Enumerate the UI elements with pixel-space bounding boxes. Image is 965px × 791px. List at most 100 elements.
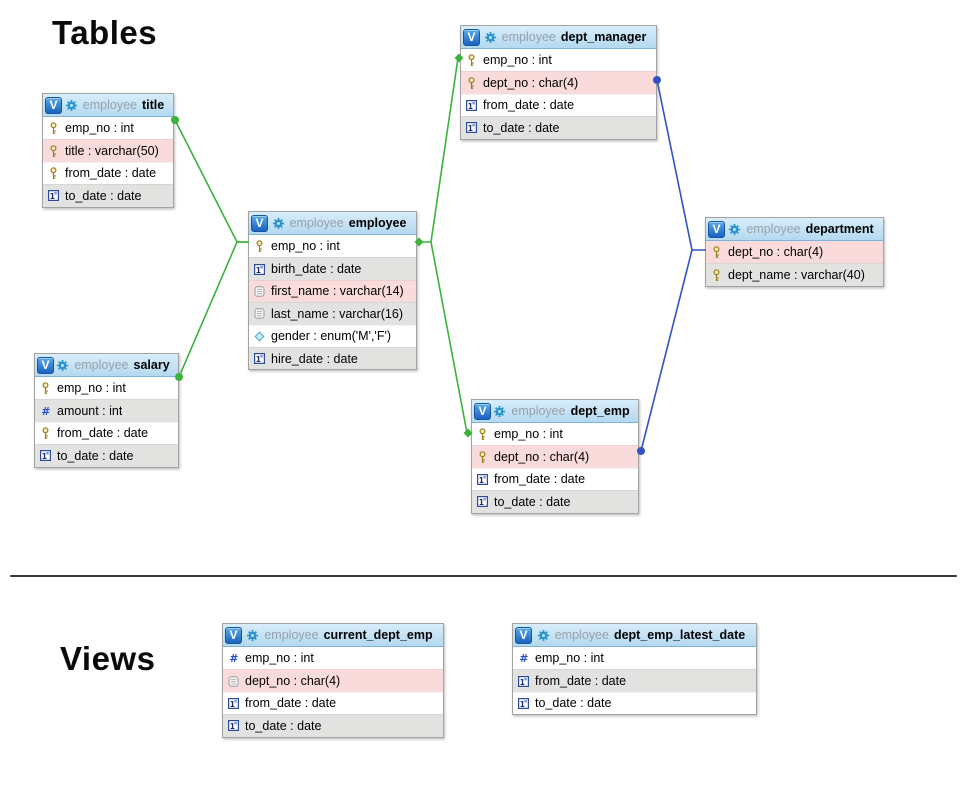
column-text: gender : enum('M','F') (271, 329, 392, 344)
entity-title: employee employee (268, 216, 416, 230)
table-employee[interactable]: V employee employee emp_no : int 1 birth… (248, 211, 417, 371)
column-text: from_date : date (494, 472, 586, 487)
column-row: emp_no : int (249, 235, 416, 258)
column-text: to_date : date (494, 494, 571, 509)
entity-name: dept_manager (560, 30, 647, 44)
column-row: 1 from_date : date (461, 93, 656, 117)
calendar-icon: 1 (253, 263, 266, 275)
key-icon (710, 245, 723, 259)
view-toggle-button[interactable]: V (45, 96, 62, 114)
gear-icon[interactable] (537, 629, 550, 642)
relation-line-employee-dept_manager (416, 57, 461, 243)
table-salary[interactable]: V employee salary emp_no : int # amount … (34, 353, 179, 468)
key-icon (39, 381, 52, 395)
column-text: first_name : varchar(14) (271, 284, 404, 299)
gear-icon[interactable] (56, 359, 69, 372)
entity-header[interactable]: V employee salary (35, 354, 178, 377)
column-text: birth_date : date (271, 262, 362, 277)
column-list: emp_no : int dept_no : char(4) 1 from_da… (461, 49, 656, 139)
gear-icon[interactable] (484, 31, 497, 44)
svg-text:1: 1 (42, 452, 47, 461)
column-text: dept_no : char(4) (494, 450, 590, 465)
column-row: emp_no : int (472, 423, 638, 446)
view-toggle-button[interactable]: V (708, 220, 725, 238)
column-text: title : varchar(50) (65, 144, 159, 159)
column-row: # amount : int (35, 399, 178, 422)
svg-text:#: # (41, 405, 50, 417)
table-dept_emp[interactable]: V employee dept_emp emp_no : int dept_no… (471, 399, 639, 514)
entity-name: employee (348, 216, 407, 230)
entity-header[interactable]: V employee dept_manager (461, 26, 656, 49)
column-text: from_date : date (245, 696, 337, 711)
entity-header[interactable]: V employee employee (249, 212, 416, 235)
column-text: from_date : date (65, 166, 157, 181)
calendar-icon: 1 (476, 496, 489, 508)
view-toggle-button[interactable]: V (515, 626, 532, 644)
key-icon (476, 427, 489, 441)
view-toggle-button[interactable]: V (463, 28, 480, 46)
key-icon (47, 144, 60, 158)
column-list: emp_no : int title : varchar(50) from_da… (43, 117, 173, 207)
svg-text:1: 1 (479, 476, 484, 485)
hash-icon: # (227, 652, 240, 664)
column-text: emp_no : int (57, 381, 126, 396)
key-icon (47, 167, 60, 180)
text-icon (253, 286, 266, 297)
view-toggle-button[interactable]: V (251, 214, 268, 232)
entity-title: employee dept_emp_latest_date (532, 628, 756, 642)
table-title[interactable]: V employee title emp_no : int title : va… (42, 93, 174, 208)
relation-line-dept_emp-department (640, 249, 693, 452)
calendar-icon: 1 (476, 473, 489, 485)
schema-name: employee (74, 358, 129, 372)
relation-line-salary-employee (178, 241, 249, 378)
entity-header[interactable]: V employee title (43, 94, 173, 117)
entity-header[interactable]: V employee dept_emp_latest_date (513, 624, 756, 647)
gear-icon[interactable] (272, 217, 285, 230)
gear-icon[interactable] (728, 223, 741, 236)
column-row: 1 birth_date : date (249, 257, 416, 280)
column-row: 1 to_date : date (223, 714, 443, 737)
view-dept_emp_latest_date[interactable]: V employee dept_emp_latest_date # emp_no… (512, 623, 757, 716)
relation-line-title-employee (174, 119, 249, 243)
gear-icon[interactable] (246, 629, 259, 642)
column-row: emp_no : int (35, 377, 178, 400)
entity-name: dept_emp_latest_date (613, 628, 746, 642)
svg-text:1: 1 (230, 700, 235, 709)
column-text: to_date : date (245, 718, 322, 733)
schema-name: employee (554, 628, 609, 642)
column-text: dept_name : varchar(40) (728, 268, 865, 283)
column-text: from_date : date (483, 98, 575, 113)
svg-text:1: 1 (468, 124, 473, 133)
column-list: # emp_no : int dept_no : char(4) 1 from_… (223, 647, 443, 737)
column-text: last_name : varchar(16) (271, 306, 404, 321)
calendar-icon: 1 (227, 697, 240, 709)
view-toggle-button[interactable]: V (225, 626, 242, 644)
gear-icon[interactable] (493, 405, 506, 418)
schema-name: employee (289, 216, 344, 230)
entity-header[interactable]: V employee dept_emp (472, 400, 638, 423)
column-row: from_date : date (35, 421, 178, 445)
column-row: 1 to_date : date (472, 490, 638, 513)
gear-icon[interactable] (65, 99, 78, 112)
column-text: emp_no : int (245, 651, 314, 666)
entity-header[interactable]: V employee department (706, 218, 883, 241)
calendar-icon: 1 (517, 697, 530, 709)
column-row: 1 hire_date : date (249, 346, 416, 370)
calendar-icon: 1 (465, 99, 478, 111)
view-current_dept_emp[interactable]: V employee current_dept_emp # emp_no : i… (222, 623, 444, 738)
key-icon (39, 427, 52, 440)
column-row: 1 from_date : date (513, 669, 756, 692)
column-list: emp_no : int # amount : int from_date : … (35, 377, 178, 467)
table-department[interactable]: V employee department dept_no : char(4) … (705, 217, 884, 287)
enum-icon (253, 331, 266, 342)
entity-header[interactable]: V employee current_dept_emp (223, 624, 443, 647)
column-text: emp_no : int (65, 121, 134, 136)
column-row: emp_no : int (461, 49, 656, 72)
table-dept_manager[interactable]: V employee dept_manager emp_no : int dep… (460, 25, 657, 140)
view-toggle-button[interactable]: V (37, 356, 54, 374)
text-icon (253, 308, 266, 320)
column-text: amount : int (57, 404, 123, 419)
view-toggle-button[interactable]: V (474, 402, 491, 420)
svg-text:1: 1 (479, 498, 484, 507)
